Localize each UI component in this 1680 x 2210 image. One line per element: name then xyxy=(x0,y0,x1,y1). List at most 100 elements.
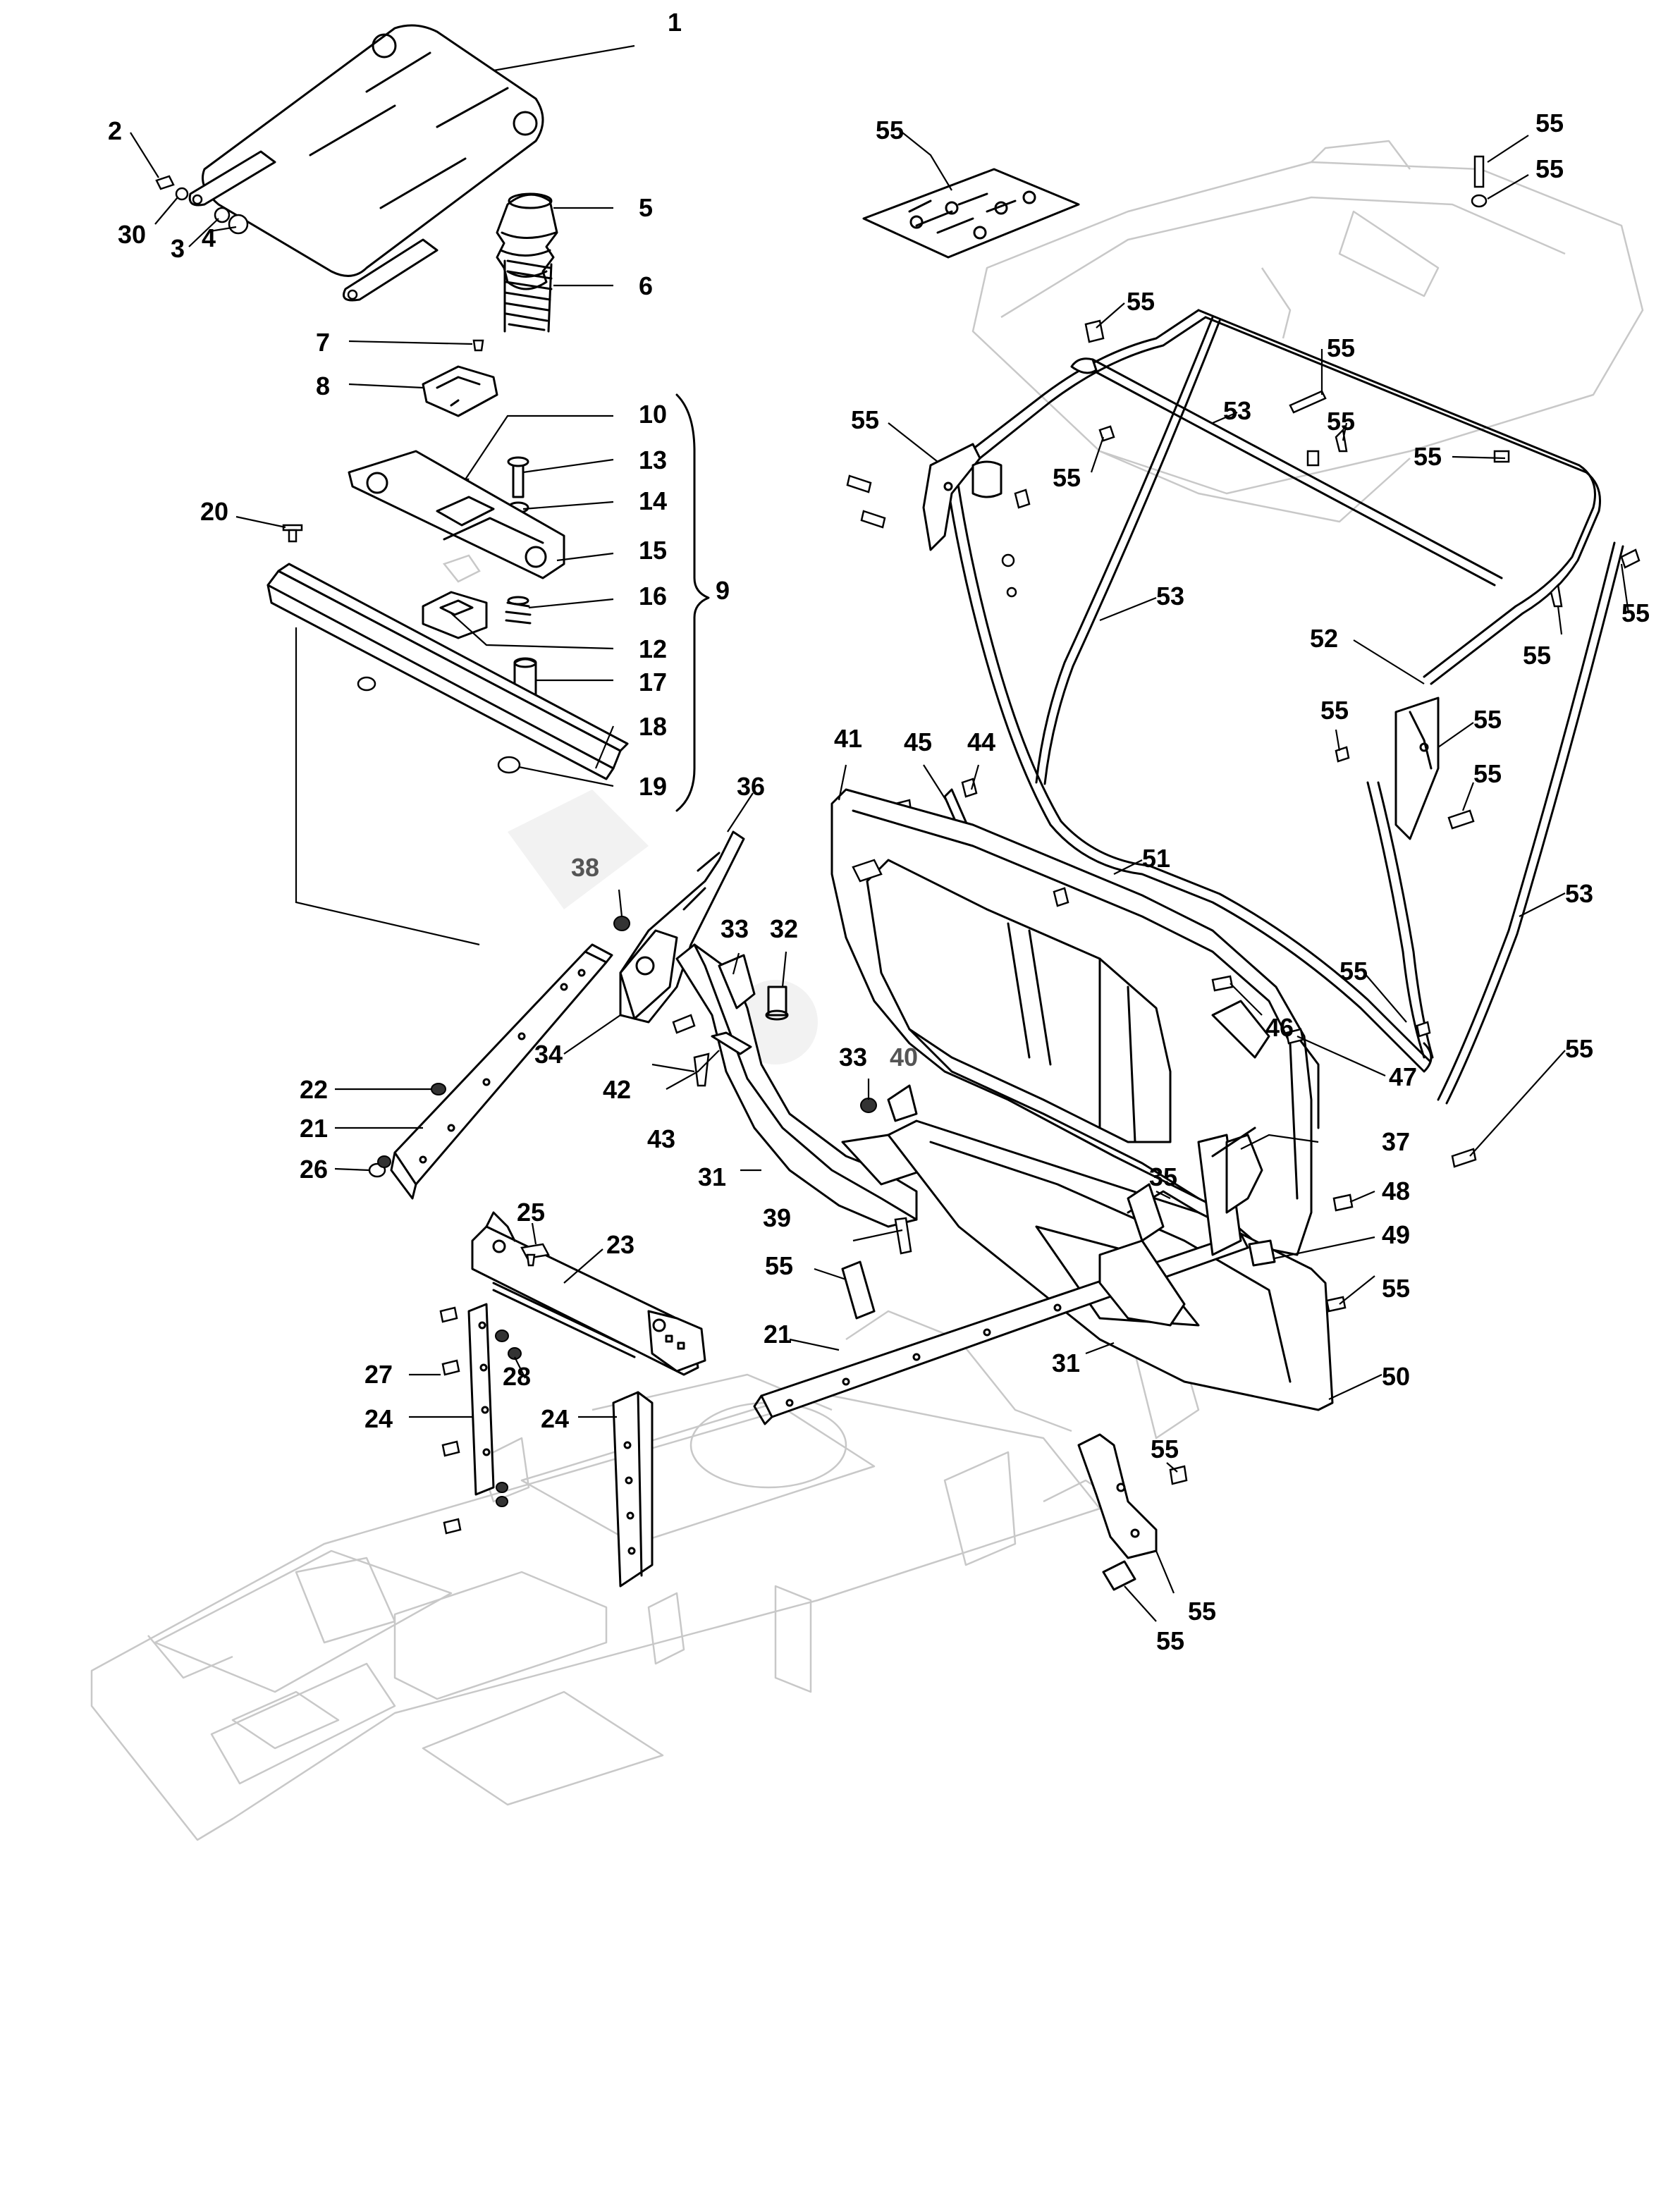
callout-52: 52 xyxy=(1310,624,1338,653)
callout-19: 19 xyxy=(639,772,667,801)
callout-17: 17 xyxy=(639,668,667,696)
callout-55-nut-right: 55 xyxy=(1414,442,1442,471)
callout-55-screw: 55 xyxy=(1327,407,1355,436)
callout-8: 8 xyxy=(316,372,330,400)
callout-23: 23 xyxy=(606,1230,634,1259)
tractor-frame-ghost xyxy=(90,1310,1200,1841)
callout-38: 38 xyxy=(571,853,599,882)
callout-24-right: 24 xyxy=(541,1404,569,1433)
callout-55-right-c: 55 xyxy=(1473,759,1502,788)
callout-55-far-right-2: 55 xyxy=(1523,641,1551,670)
part-seat-rail xyxy=(266,524,629,946)
part-41-rear-frame xyxy=(830,788,1320,1256)
part-52-bag-crossbar xyxy=(1070,357,1503,587)
part-31-34-left-mount xyxy=(613,830,925,1228)
callout-2: 2 xyxy=(108,116,122,145)
callout-55-lower-a: 55 xyxy=(1151,1435,1179,1463)
callout-1: 1 xyxy=(668,8,682,37)
callout-49: 49 xyxy=(1382,1220,1410,1249)
callout-15: 15 xyxy=(639,536,667,565)
callout-55-right-b: 55 xyxy=(1473,705,1502,734)
callout-22: 22 xyxy=(300,1075,328,1104)
callout-33-lower: 33 xyxy=(839,1043,867,1072)
callout-21-left: 21 xyxy=(300,1114,328,1143)
callout-27: 27 xyxy=(364,1360,393,1389)
part-21-left-rail xyxy=(368,943,613,1200)
callout-55-kit: 55 xyxy=(876,116,904,145)
callout-53-right: 53 xyxy=(1565,879,1593,908)
callout-labels: 1 2 30 3 4 5 6 7 8 10 13 14 15 9 16 12 1… xyxy=(108,8,1650,1655)
callout-13: 13 xyxy=(639,446,667,474)
callout-39: 39 xyxy=(763,1203,791,1232)
callout-55-right-e: 55 xyxy=(1565,1034,1593,1063)
part-7-8-bracket xyxy=(422,339,498,417)
callout-47: 47 xyxy=(1389,1062,1417,1091)
callout-55-lower-c: 55 xyxy=(1156,1626,1184,1655)
part-9-group-brace xyxy=(675,393,710,812)
callout-48: 48 xyxy=(1382,1177,1410,1205)
part-24-uprights xyxy=(439,1303,654,1588)
callout-6: 6 xyxy=(639,271,653,300)
callout-16: 16 xyxy=(639,582,667,610)
callout-24-left: 24 xyxy=(364,1404,393,1433)
callout-31-left: 31 xyxy=(698,1162,726,1191)
part-55-frame-hinge-plates xyxy=(922,443,1440,840)
callout-55-right-a: 55 xyxy=(1320,696,1349,725)
callout-55-bushing: 55 xyxy=(1053,463,1081,492)
callout-35: 35 xyxy=(1149,1162,1177,1191)
callout-42: 42 xyxy=(603,1075,631,1104)
callout-30: 30 xyxy=(118,220,146,249)
callout-46: 46 xyxy=(1265,1013,1294,1042)
callout-7: 7 xyxy=(316,328,330,357)
callout-12: 12 xyxy=(639,634,667,663)
callout-25: 25 xyxy=(517,1198,545,1227)
callout-9: 9 xyxy=(716,576,730,605)
callout-45: 45 xyxy=(904,728,932,756)
part-seat-slide-assembly xyxy=(348,450,565,639)
leader-lines xyxy=(130,44,1630,1622)
part-right-hinge-assembly xyxy=(753,1127,1354,1425)
callout-55-plate-left: 55 xyxy=(851,405,879,434)
callout-55-lower-b: 55 xyxy=(1188,1597,1216,1626)
callout-43: 43 xyxy=(647,1124,675,1153)
callout-33-upper: 33 xyxy=(721,914,749,943)
callout-3: 3 xyxy=(171,234,185,263)
callout-55-pin: 55 xyxy=(1327,333,1355,362)
callout-31-right: 31 xyxy=(1052,1349,1080,1377)
callout-55-right-d: 55 xyxy=(1339,957,1368,986)
callout-55-far-right-1: 55 xyxy=(1621,598,1650,627)
part-seat-pan xyxy=(188,24,544,302)
callout-37: 37 xyxy=(1382,1127,1410,1156)
callout-26: 26 xyxy=(300,1155,328,1184)
callout-55-left-bracket: 55 xyxy=(765,1251,793,1280)
callout-55-bolt: 55 xyxy=(1127,287,1155,316)
callout-55-top-2: 55 xyxy=(1535,154,1564,183)
callout-40: 40 xyxy=(890,1043,918,1072)
part-55-hardware-kit xyxy=(862,168,1080,259)
callout-53-middle: 53 xyxy=(1156,582,1184,610)
callout-55-hinge: 55 xyxy=(1382,1274,1410,1303)
part-seat-hardware xyxy=(155,175,249,235)
part-bellows-and-spring xyxy=(496,192,558,333)
part-23-crossbrace xyxy=(471,1211,706,1376)
callout-36: 36 xyxy=(737,772,765,801)
callout-10: 10 xyxy=(639,400,667,429)
callout-18: 18 xyxy=(639,712,667,741)
callout-21-right: 21 xyxy=(764,1320,792,1349)
part-55-lower-bracket xyxy=(841,1260,1188,1591)
part-53-bag-struts xyxy=(1035,316,1624,1105)
callout-5: 5 xyxy=(639,193,653,222)
callout-53-top: 53 xyxy=(1223,396,1251,425)
callout-28: 28 xyxy=(503,1362,531,1391)
callout-55-top-1: 55 xyxy=(1535,109,1564,137)
callout-32: 32 xyxy=(770,914,798,943)
callout-34: 34 xyxy=(534,1040,563,1069)
callout-51: 51 xyxy=(1142,844,1170,873)
callout-4: 4 xyxy=(202,223,216,252)
callout-14: 14 xyxy=(639,486,667,515)
callout-44: 44 xyxy=(967,728,995,756)
callout-50: 50 xyxy=(1382,1362,1410,1391)
callout-41: 41 xyxy=(834,724,862,753)
callout-20: 20 xyxy=(200,497,228,526)
